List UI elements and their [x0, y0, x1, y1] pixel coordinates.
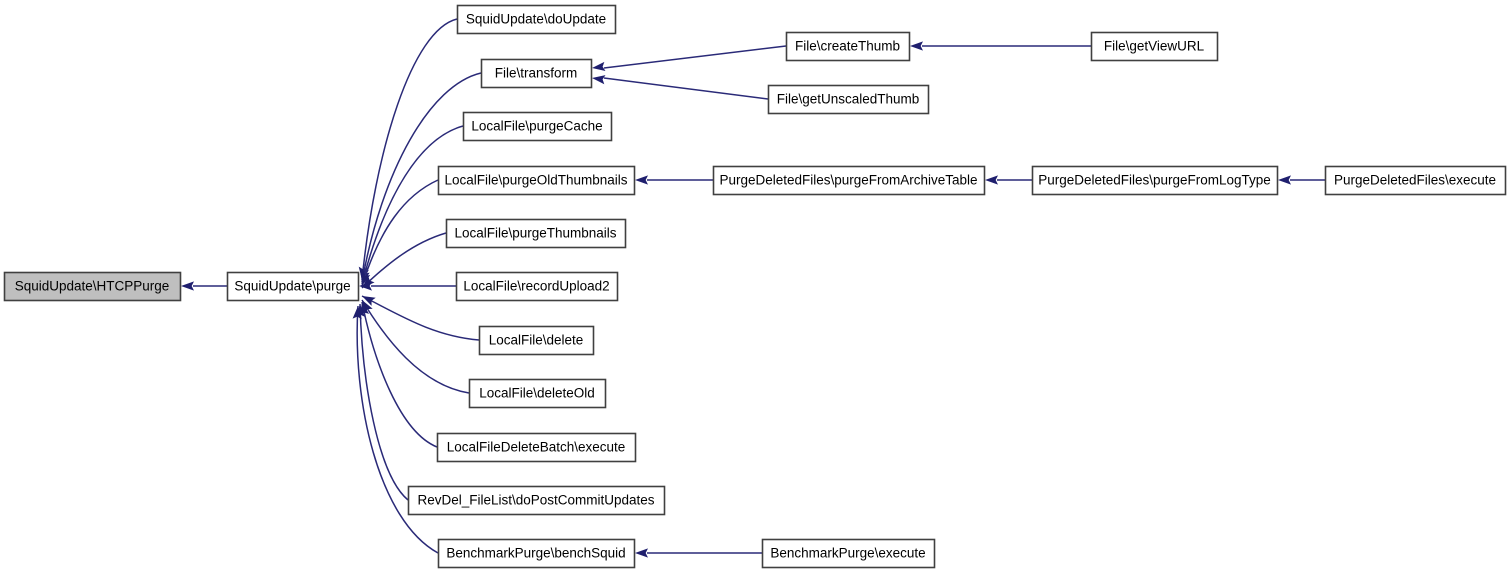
edge-deleteBatchExecute-to-purge	[361, 301, 438, 448]
node-label-purgeOldThumbnails: LocalFile\purgeOldThumbnails	[444, 173, 627, 188]
node-label-deleteBatchExecute: LocalFileDeleteBatch\execute	[447, 440, 626, 455]
arrowhead-purgeFromLogType-to-purgeFromArchiveTable	[985, 175, 998, 185]
node-transform[interactable]: File\transform	[480, 58, 593, 89]
node-label-recordUpload2: LocalFile\recordUpload2	[463, 279, 609, 294]
node-box-recordUpload2[interactable]	[455, 271, 619, 302]
node-htcppurge[interactable]: SquidUpdate\HTCPPurge	[3, 271, 182, 302]
arrowhead-recordUpload2-to-purge	[359, 281, 372, 291]
arrowhead-getUnscaledThumb-to-transform	[592, 75, 606, 85]
edge-doUpdate-to-purge	[361, 18, 458, 281]
arrowhead-pdfExecute-to-purgeFromLogType	[1278, 175, 1291, 185]
node-box-purgeOldThumbnails[interactable]	[437, 165, 636, 196]
node-box-purgeCache[interactable]	[462, 111, 613, 142]
edge-getUnscaledThumb-to-transform	[603, 77, 769, 100]
node-bpExecute[interactable]: BenchmarkPurge\execute	[761, 538, 936, 569]
node-box-benchSquid[interactable]	[437, 538, 636, 569]
node-label-delete: LocalFile\delete	[489, 333, 584, 348]
node-deleteBatchExecute[interactable]: LocalFileDeleteBatch\execute	[436, 432, 637, 463]
edge-doPostCommitUpdates-to-purge	[359, 303, 409, 501]
node-label-benchSquid: BenchmarkPurge\benchSquid	[446, 546, 625, 561]
node-label-purgeThumbnails: LocalFile\purgeThumbnails	[454, 226, 616, 241]
arrowhead-delete-to-purge	[362, 296, 376, 306]
node-box-pdfExecute[interactable]	[1324, 165, 1507, 196]
node-box-doPostCommitUpdates[interactable]	[407, 485, 666, 516]
node-pdfExecute[interactable]: PurgeDeletedFiles\execute	[1324, 165, 1507, 196]
node-box-getViewURL[interactable]	[1090, 31, 1219, 62]
node-label-doUpdate: SquidUpdate\doUpdate	[466, 12, 606, 27]
node-label-createThumb: File\createThumb	[795, 39, 900, 54]
arrowhead-bpExecute-to-benchSquid	[635, 548, 648, 558]
node-label-htcppurge: SquidUpdate\HTCPPurge	[15, 279, 170, 294]
node-delete[interactable]: LocalFile\delete	[478, 325, 595, 356]
node-doUpdate[interactable]: SquidUpdate\doUpdate	[456, 4, 617, 35]
node-label-transform: File\transform	[495, 66, 578, 81]
arrowhead-getViewURL-to-createThumb	[910, 41, 923, 51]
node-box-deleteBatchExecute[interactable]	[436, 432, 637, 463]
node-box-deleteOld[interactable]	[468, 378, 607, 409]
node-box-createThumb[interactable]	[785, 31, 911, 62]
edge-transform-to-purge	[361, 72, 482, 283]
node-purgeThumbnails[interactable]: LocalFile\purgeThumbnails	[445, 218, 627, 249]
edge-delete-to-purge	[361, 295, 480, 341]
node-label-purgeFromLogType: PurgeDeletedFiles\purgeFromLogType	[1038, 173, 1271, 188]
node-label-bpExecute: BenchmarkPurge\execute	[770, 546, 925, 561]
edge-layer	[181, 18, 1325, 558]
node-label-purgeCache: LocalFile\purgeCache	[471, 119, 602, 134]
node-createThumb[interactable]: File\createThumb	[785, 31, 911, 62]
node-box-transform[interactable]	[480, 58, 593, 89]
node-box-bpExecute[interactable]	[761, 538, 936, 569]
node-purgeCache[interactable]: LocalFile\purgeCache	[462, 111, 613, 142]
node-label-getUnscaledThumb: File\getUnscaledThumb	[777, 92, 920, 107]
node-box-purge[interactable]	[226, 271, 360, 302]
node-getUnscaledThumb[interactable]: File\getUnscaledThumb	[767, 84, 930, 115]
arrowhead-purgeFromArchiveTable-to-purgeOldThumbnails	[635, 175, 648, 185]
node-label-purgeFromArchiveTable: PurgeDeletedFiles\purgeFromArchiveTable	[719, 173, 977, 188]
node-getViewURL[interactable]: File\getViewURL	[1090, 31, 1219, 62]
edge-purgeCache-to-purge	[361, 125, 464, 285]
node-purgeOldThumbnails[interactable]: LocalFile\purgeOldThumbnails	[437, 165, 636, 196]
node-box-purgeFromArchiveTable[interactable]	[712, 165, 986, 196]
node-box-getUnscaledThumb[interactable]	[767, 84, 930, 115]
arrowhead-purgeOldThumbnails-to-purge	[361, 272, 371, 286]
node-benchSquid[interactable]: BenchmarkPurge\benchSquid	[437, 538, 636, 569]
arrowhead-createThumb-to-transform	[592, 61, 606, 72]
edge-benchSquid-to-purge	[356, 305, 439, 554]
arrowhead-purge-to-htcppurge	[181, 281, 194, 291]
node-purgeFromLogType[interactable]: PurgeDeletedFiles\purgeFromLogType	[1031, 165, 1279, 196]
node-label-pdfExecute: PurgeDeletedFiles\execute	[1334, 173, 1496, 188]
edge-createThumb-to-transform	[603, 45, 787, 69]
node-label-purge: SquidUpdate\purge	[234, 279, 350, 294]
node-label-doPostCommitUpdates: RevDel_FileList\doPostCommitUpdates	[417, 493, 654, 508]
node-doPostCommitUpdates[interactable]: RevDel_FileList\doPostCommitUpdates	[407, 485, 666, 516]
node-box-doUpdate[interactable]	[456, 4, 617, 35]
node-label-deleteOld: LocalFile\deleteOld	[479, 386, 595, 401]
node-layer: SquidUpdate\HTCPPurge SquidUpdate\purge Sq…	[3, 4, 1507, 569]
node-box-htcppurge[interactable]	[3, 271, 182, 302]
node-box-delete[interactable]	[478, 325, 595, 356]
edge-deleteOld-to-purge	[361, 299, 470, 394]
node-purgeFromArchiveTable[interactable]: PurgeDeletedFiles\purgeFromArchiveTable	[712, 165, 986, 196]
node-box-purgeFromLogType[interactable]	[1031, 165, 1279, 196]
arrowhead-benchSquid-to-purge	[352, 306, 362, 320]
node-deleteOld[interactable]: LocalFile\deleteOld	[468, 378, 607, 409]
node-recordUpload2[interactable]: LocalFile\recordUpload2	[455, 271, 619, 302]
edge-purgeOldThumbnails-to-purge	[361, 179, 439, 287]
node-purge[interactable]: SquidUpdate\purge	[226, 271, 360, 302]
node-label-getViewURL: File\getViewURL	[1104, 39, 1205, 54]
node-box-purgeThumbnails[interactable]	[445, 218, 627, 249]
